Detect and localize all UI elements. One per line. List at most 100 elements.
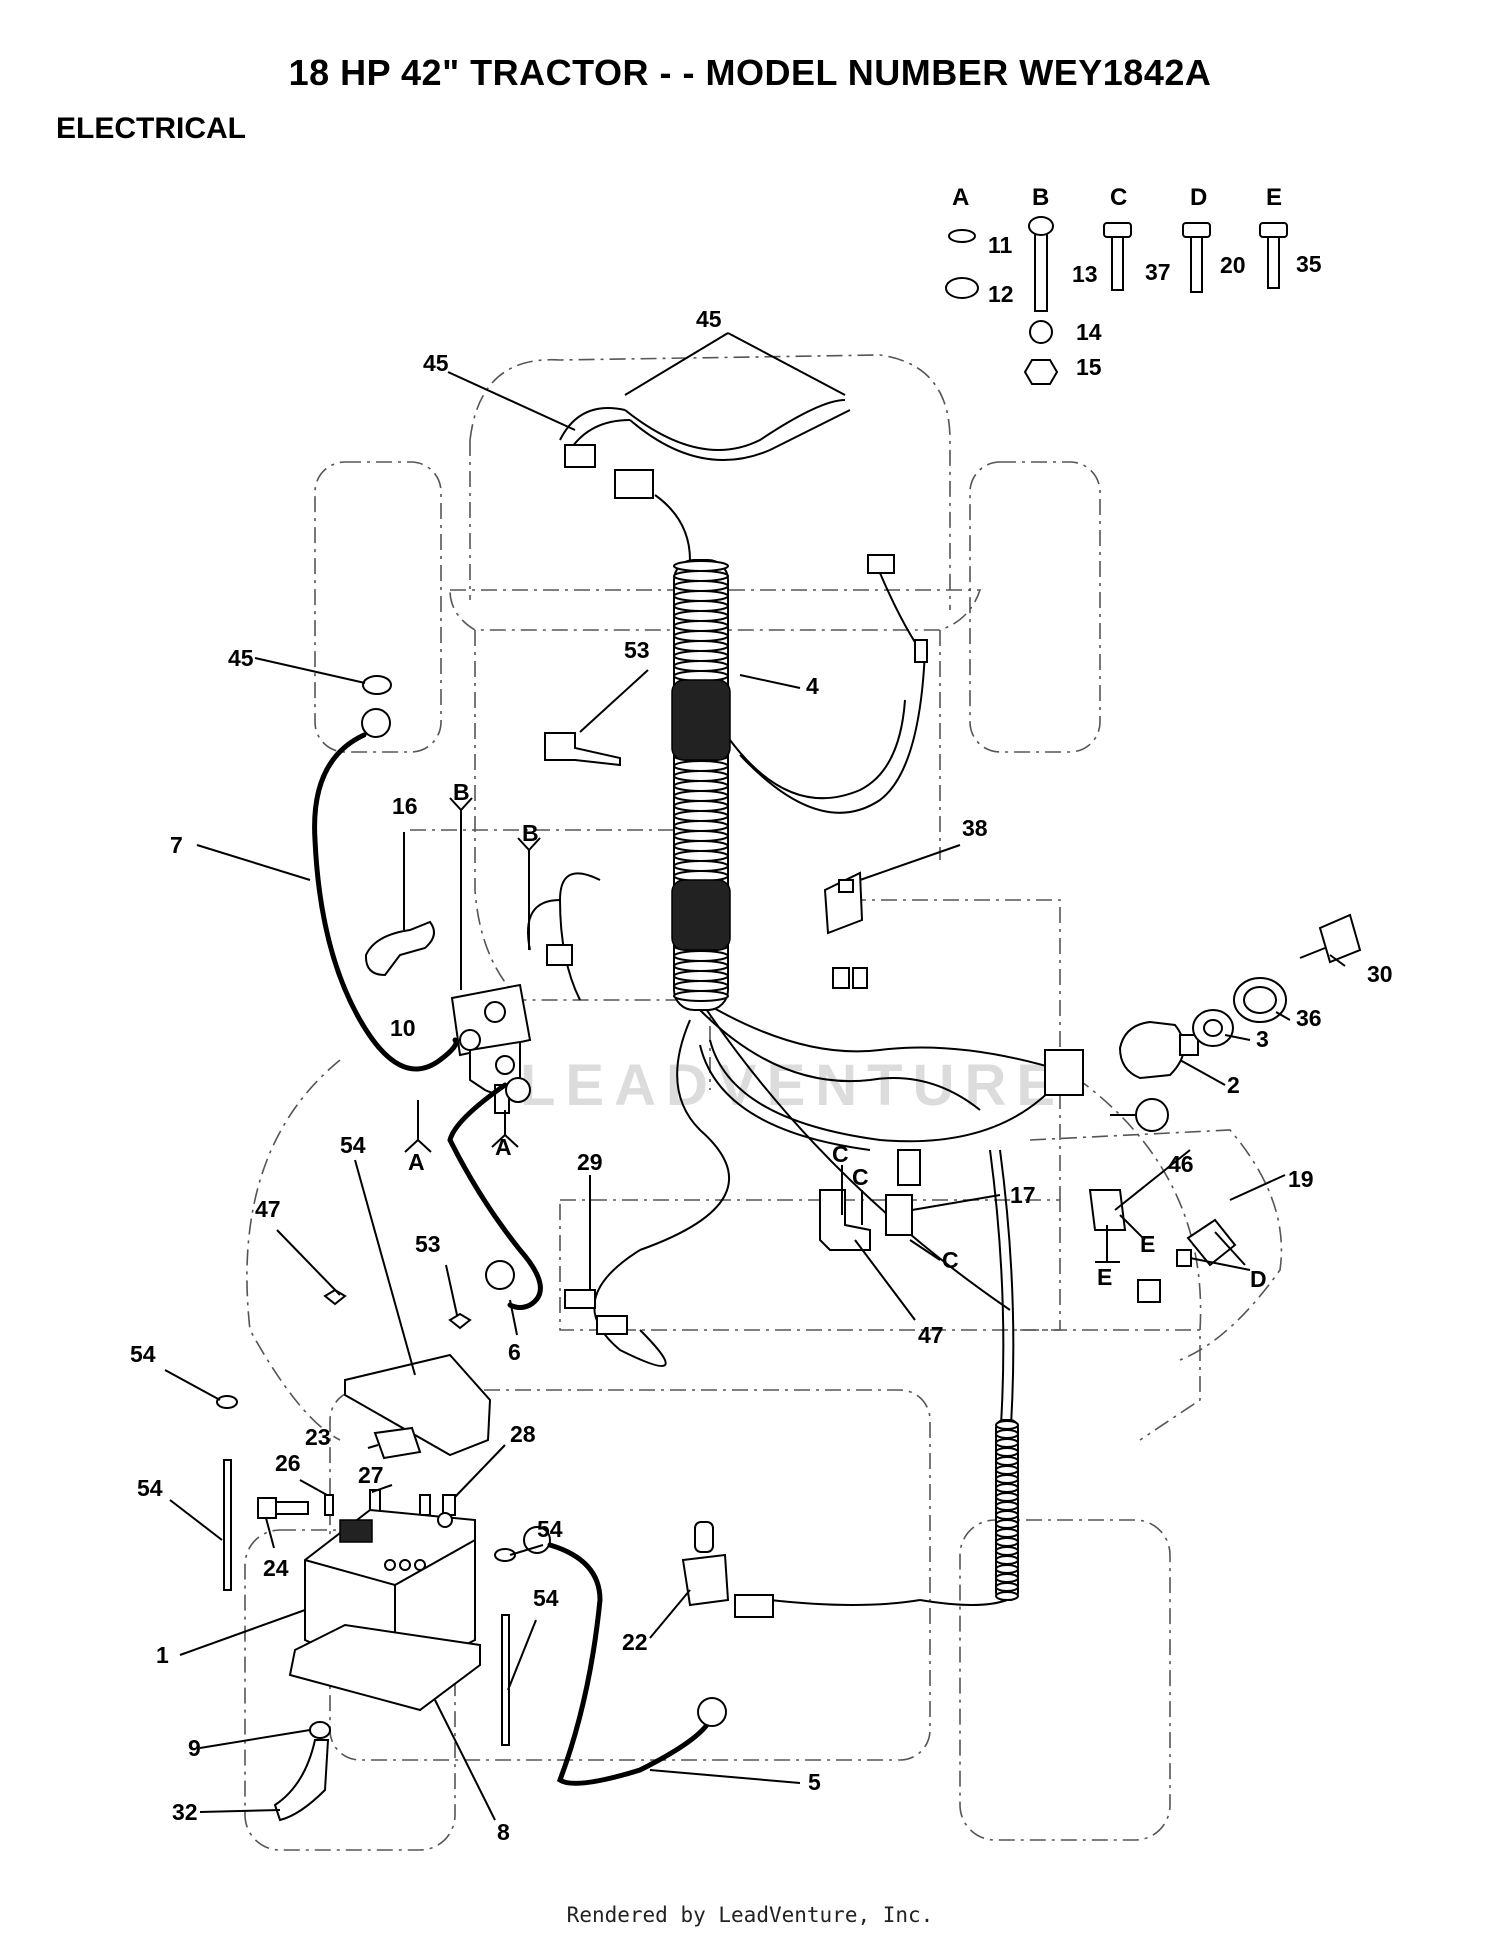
callout-4: 4 xyxy=(806,673,819,699)
legend-header-a: A xyxy=(952,184,969,211)
callout-19: 19 xyxy=(1288,1166,1314,1192)
lower-coil-ring xyxy=(995,1456,1019,1466)
letter-b-left: B xyxy=(453,779,470,805)
lower-coil-ring xyxy=(995,1447,1019,1457)
lower-coil-ring xyxy=(995,1420,1019,1430)
lower-coil-ring xyxy=(995,1555,1019,1565)
flat-washer-icon xyxy=(945,277,979,299)
bracket-icon xyxy=(819,1189,871,1251)
letter-b-right: B xyxy=(522,820,539,846)
lower-coil-ring xyxy=(995,1573,1019,1583)
callout-28: 29 xyxy=(577,1149,603,1175)
bolt-c-icon xyxy=(1111,231,1124,291)
lower-coil-ring xyxy=(995,1501,1019,1511)
battery-hold-down-icon xyxy=(344,1353,492,1457)
loom-coil-ring xyxy=(673,980,729,992)
legend-header-b: B xyxy=(1032,184,1049,211)
lower-coil-ring xyxy=(995,1483,1019,1493)
loom-sleeve-icon xyxy=(671,679,731,761)
connection-letters: B B A A C C C E E D xyxy=(404,779,1267,1292)
legend-header-e: E xyxy=(1266,184,1282,211)
loom-coil-ring xyxy=(673,660,729,672)
connector-icon xyxy=(1044,1049,1084,1096)
harness-loom xyxy=(671,559,731,1011)
lower-coil-ring xyxy=(995,1474,1019,1484)
connector-icon xyxy=(564,444,596,468)
bracket-icon xyxy=(1088,1189,1127,1231)
callout-30: 36 xyxy=(1296,1005,1322,1031)
ignition-switch-icon xyxy=(1118,1020,1185,1080)
hold-down-rod-icon xyxy=(223,1459,232,1591)
callout-54-left: 54 xyxy=(130,1341,156,1367)
ring-terminal-icon xyxy=(505,1077,531,1103)
callout-3: 3 xyxy=(1256,1026,1269,1052)
bolt-e-icon xyxy=(1267,231,1280,289)
connector-icon xyxy=(734,1594,774,1618)
cable-tie-icon xyxy=(544,732,621,767)
page-title: 18 HP 42" TRACTOR - - MODEL NUMBER WEY18… xyxy=(288,52,1212,93)
lock-washer-icon xyxy=(948,229,976,243)
loom-coil-ring xyxy=(673,850,729,862)
loom-coil-ring xyxy=(673,790,729,802)
legend-callout-35: 35 xyxy=(1296,251,1322,277)
loom-coil-ring xyxy=(673,620,729,632)
loom-coil-ring xyxy=(673,580,729,592)
washer-icon xyxy=(369,1489,381,1513)
fuse-holder-icon xyxy=(564,1289,596,1309)
terminal-icon xyxy=(832,967,850,989)
loom-coil-ring xyxy=(673,760,729,772)
terminal-cover-icon xyxy=(373,1426,422,1460)
legend-header-c: C xyxy=(1110,184,1127,211)
ring-terminal-icon xyxy=(697,1697,727,1727)
positive-cable xyxy=(447,1082,543,1310)
legend-header-d: D xyxy=(1190,184,1207,211)
connector-icon xyxy=(546,944,573,966)
plunger-switch-icon xyxy=(1186,1218,1237,1267)
key-icon xyxy=(1318,913,1362,964)
callout-45-right: 53 xyxy=(415,1231,441,1257)
interlock-switch-icon xyxy=(885,1194,913,1236)
relay-icon xyxy=(681,1553,730,1607)
lower-coil-ring xyxy=(995,1492,1019,1502)
ring-terminal-icon xyxy=(361,708,391,738)
lower-coil-ring xyxy=(995,1564,1019,1574)
ground-cable xyxy=(312,732,459,1072)
loom-coil-ring xyxy=(673,780,729,792)
hardware-legend: A B C D E 11 12 13 14 15 37 20 35 xyxy=(945,184,1322,385)
legend-callout-14: 14 xyxy=(1076,319,1102,345)
lower-coil-ring xyxy=(995,1546,1019,1556)
callout-36: 47 xyxy=(918,1322,944,1348)
callout-32: 45 xyxy=(423,350,449,376)
callout-5: 5 xyxy=(808,1769,821,1795)
loom-coil-ring xyxy=(673,600,729,612)
callout-17: 17 xyxy=(1010,1182,1036,1208)
connector-icon xyxy=(897,1149,921,1186)
wiring-harness xyxy=(527,399,1061,1606)
callout-1: 1 xyxy=(156,1642,169,1668)
loom-coil-ring xyxy=(673,810,729,822)
callout-34: 46 xyxy=(1168,1151,1194,1177)
star-washer-icon xyxy=(1029,320,1053,344)
nut-icon xyxy=(442,1494,456,1516)
loom-coil-ring xyxy=(673,570,729,582)
letter-a-left: A xyxy=(408,1149,425,1175)
washer-icon xyxy=(362,675,392,695)
watermark: LEADVENTURE xyxy=(520,1053,1065,1118)
section-title: ELECTRICAL xyxy=(56,112,246,145)
ring-terminal-icon xyxy=(485,1260,515,1290)
callout-54-right: 54 xyxy=(537,1516,563,1542)
bolt-icon xyxy=(257,1497,277,1519)
terminal-boot-icon xyxy=(364,920,435,977)
loom-coil-ring xyxy=(673,970,729,982)
legend-callout-12: 12 xyxy=(988,281,1014,307)
loom-coil-ring xyxy=(673,830,729,842)
callout-27: 30 xyxy=(1367,961,1393,987)
loom-coil-ring xyxy=(673,770,729,782)
nut-icon xyxy=(1023,359,1059,385)
callout-2: 2 xyxy=(1227,1072,1240,1098)
loom-coil-ring xyxy=(673,610,729,622)
washer-icon xyxy=(216,1395,238,1409)
callout-31: 38 xyxy=(962,815,988,841)
callout-25: 27 xyxy=(358,1462,384,1488)
